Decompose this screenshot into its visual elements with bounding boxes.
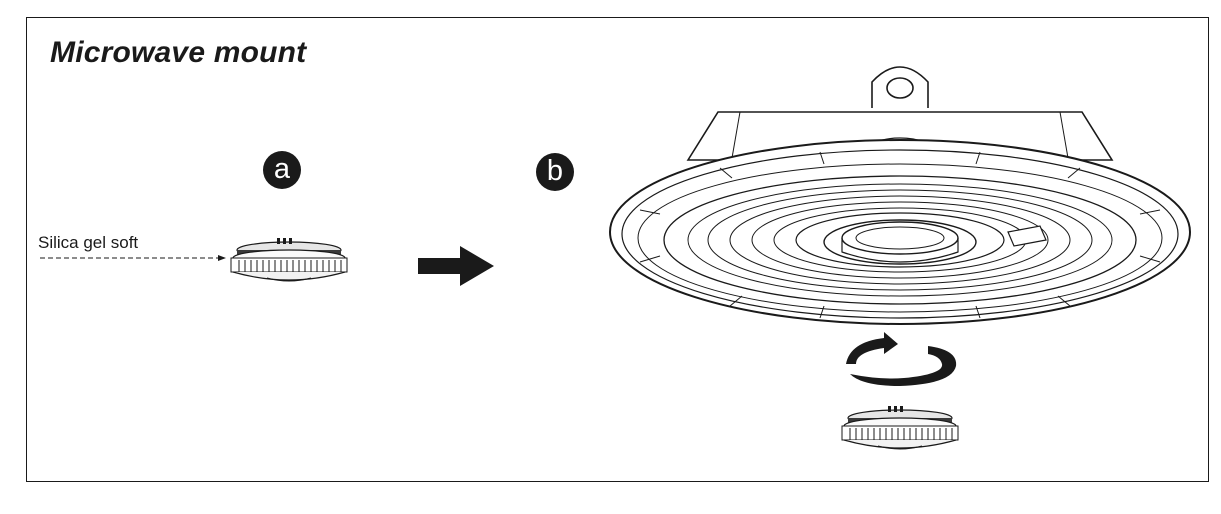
callout-silica-gel: Silica gel soft (38, 233, 139, 252)
arrow-right-icon (418, 246, 494, 286)
step-badge-b: b (536, 153, 574, 191)
sensor-module-icon (841, 406, 959, 450)
step-badge-a: a (263, 151, 301, 189)
diagram-frame (26, 17, 1209, 482)
rotate-icon (846, 332, 957, 386)
callout-leader (40, 255, 226, 261)
diagram-title: Microwave mount (50, 36, 307, 69)
high-bay-light-icon (609, 66, 1191, 325)
sensor-module-icon (230, 238, 348, 282)
